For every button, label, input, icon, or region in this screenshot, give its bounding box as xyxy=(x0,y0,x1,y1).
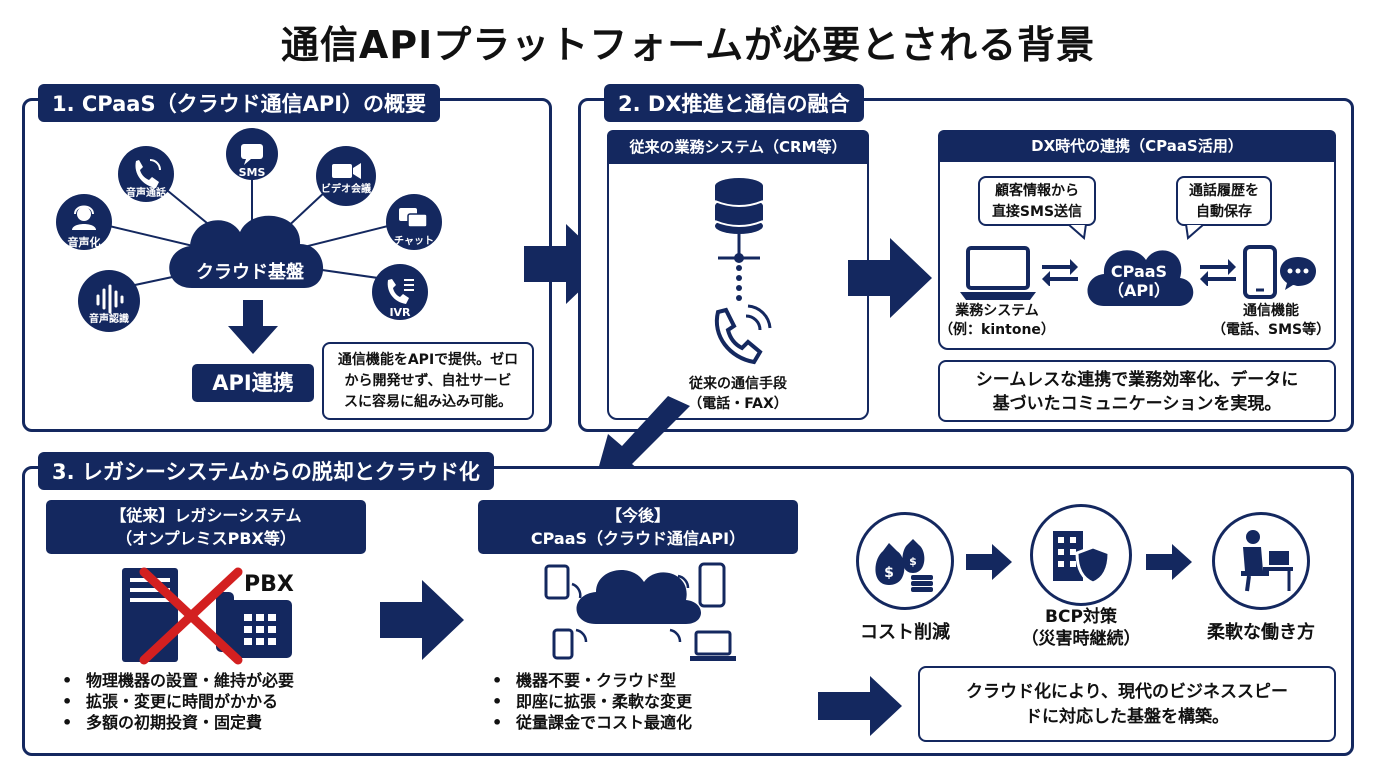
api-linkage-label: API連携 xyxy=(192,364,314,402)
legacy-comm-caption: 従来の通信手段 （電話・FAX） xyxy=(688,376,788,412)
chat-icon xyxy=(386,194,442,250)
dotted-link-icon xyxy=(736,265,742,301)
page-title: 通信APIプラットフォームが必要とされる背景 xyxy=(280,23,1096,67)
right-arrow-icon xyxy=(380,580,464,660)
comm-function-label: 通信機能 （電話、SMS等） xyxy=(1212,303,1331,338)
legacy-system-title: 【従来】レガシーシステム （オンプレミスPBX等） xyxy=(46,500,366,554)
sms-icon xyxy=(226,128,278,180)
service-label-tts: 音声化 xyxy=(67,236,101,249)
bcp-shield-icon xyxy=(1030,504,1132,606)
right-arrow-icon xyxy=(848,238,932,318)
cloud-icon xyxy=(1087,250,1194,306)
speech-recognition-icon xyxy=(78,270,140,332)
cloud-devices-icon xyxy=(544,562,736,661)
bubble-tail xyxy=(1068,224,1088,240)
bidirectional-arrow-icon xyxy=(1200,259,1236,286)
database-icon xyxy=(714,178,764,263)
benefit-cost-label: コスト削減 xyxy=(860,622,950,643)
cloud-icon xyxy=(169,215,324,288)
right-arrow-icon xyxy=(1146,544,1192,580)
legacy-pbx-icon xyxy=(122,567,292,665)
laptop-icon xyxy=(960,246,1036,300)
future-bullets: 機器不要・クラウド型 即座に拡張・柔軟な変更 従量課金でコスト最適化 xyxy=(488,670,692,733)
list-item: 機器不要・クラウド型 xyxy=(488,670,692,691)
cost-reduction-icon: $ $ xyxy=(856,512,954,610)
section3-summary: クラウド化により、現代のビジネススピー ドに対応した基盤を構築。 xyxy=(918,666,1336,742)
phone-icon xyxy=(714,304,772,365)
section2-heading: 2. DX推進と通信の融合 xyxy=(604,84,864,122)
speech-bubble-sms: 顧客情報から 直接SMS送信 xyxy=(978,176,1096,226)
benefit-flexible-label: 柔軟な働き方 xyxy=(1207,622,1315,643)
bidirectional-arrow-icon xyxy=(1042,259,1078,286)
speech-bubble-history: 通話履歴を 自動保存 xyxy=(1176,176,1272,226)
list-item: 従量課金でコスト最適化 xyxy=(488,712,692,733)
message-icon xyxy=(1280,257,1316,290)
video-conference-icon xyxy=(316,146,376,206)
service-label-video: ビデオ会議 xyxy=(321,184,371,195)
service-label-chat: チャット xyxy=(394,236,434,247)
dx-linkage-title: DX時代の連携（CPaaS活用） xyxy=(938,130,1336,162)
ivr-icon xyxy=(372,264,428,320)
voice-call-icon xyxy=(118,146,174,202)
down-left-arrow-icon xyxy=(594,396,690,484)
desk-phone-icon xyxy=(216,592,292,658)
bubble-tail xyxy=(1184,224,1204,240)
service-label-ivr: IVR xyxy=(389,306,411,319)
remote-work-icon xyxy=(1212,512,1310,610)
legacy-system-title: 従来の業務システム（CRM等） xyxy=(607,130,869,164)
dx-linkage-panel xyxy=(938,130,1336,350)
business-system-label: 業務システム （例：kintone） xyxy=(939,303,1055,338)
list-item: 多額の初期投資・固定費 xyxy=(58,712,294,733)
service-label-sms: SMS xyxy=(238,166,266,179)
right-arrow-icon xyxy=(966,544,1012,580)
section2-summary: シームレスな連携で業務効率化、データに 基づいたコミュニケーションを実現。 xyxy=(938,360,1336,422)
list-item: 即座に拡張・柔軟な変更 xyxy=(488,691,692,712)
list-item: 拡張・変更に時間がかかる xyxy=(58,691,294,712)
list-item: 物理機器の設置・維持が必要 xyxy=(58,670,294,691)
section1-heading: 1. CPaaS（クラウド通信API）の概要 xyxy=(38,84,441,122)
red-cross-icon xyxy=(139,567,243,665)
svg-text:$: $ xyxy=(884,565,894,581)
service-label-speech-recognition: 音声認識 xyxy=(89,314,129,325)
right-arrow-icon xyxy=(818,676,902,736)
legacy-bullets: 物理機器の設置・維持が必要 拡張・変更に時間がかかる 多額の初期投資・固定費 xyxy=(58,670,294,733)
section3-heading: 3. レガシーシステムからの脱却とクラウド化 xyxy=(38,452,494,490)
benefit-bcp-label: BCP対策 （災害時継続） xyxy=(1021,607,1141,649)
section1-note: 通信機能をAPIで提供。ゼロ から開発せず、自社サービ スに容易に組み込み可能。 xyxy=(322,342,534,420)
pbx-label: PBX xyxy=(244,572,294,597)
service-label-voice-call: 音声通話 xyxy=(126,188,166,199)
smartphone-icon xyxy=(1243,245,1277,299)
cpaas-label: CPaaS （API） xyxy=(1107,262,1171,300)
future-cpaas-title: 【今後】 CPaaS（クラウド通信API） xyxy=(478,500,798,554)
down-arrow-icon xyxy=(228,300,278,354)
svg-text:$: $ xyxy=(909,555,917,568)
text-to-speech-icon xyxy=(56,194,112,250)
cloud-label: クラウド基盤 xyxy=(196,262,304,283)
